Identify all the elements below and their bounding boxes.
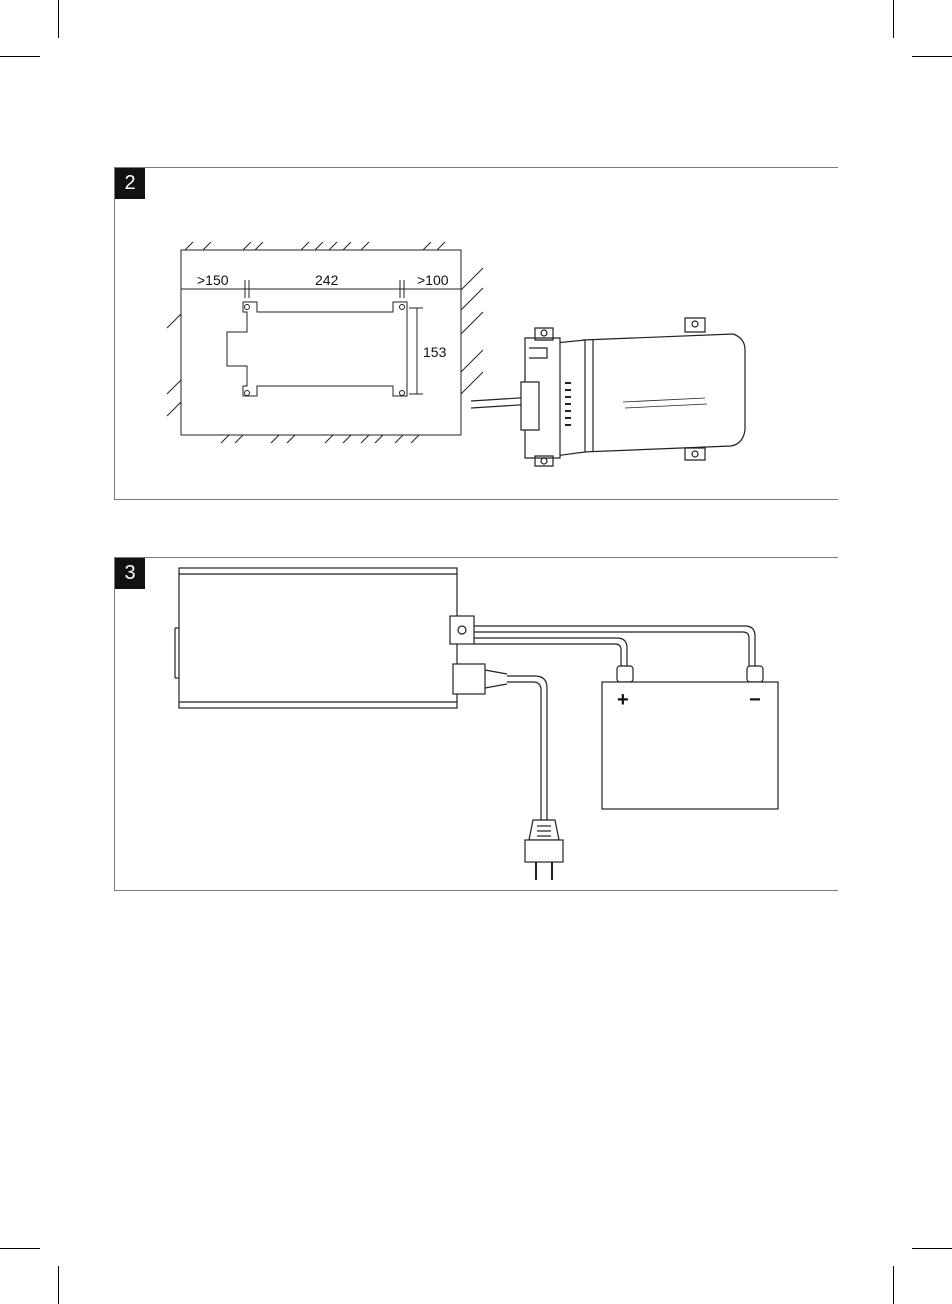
mounting-hole	[400, 391, 405, 396]
wall-hatching	[185, 242, 445, 250]
cable-gland	[450, 616, 474, 644]
crop-mark	[58, 0, 59, 38]
crop-mark	[0, 1248, 40, 1249]
battery-negative-label: −	[749, 689, 761, 711]
wall-hatching	[461, 268, 483, 394]
crop-mark	[912, 1248, 952, 1249]
battery-terminal-positive	[617, 666, 633, 682]
figure-3-connection: 3	[114, 557, 838, 891]
crop-mark	[893, 1266, 894, 1304]
mounting-hole	[245, 305, 250, 310]
mounting-template	[227, 302, 407, 396]
dimension-right: >100	[417, 272, 449, 288]
battery-positive-label: +	[617, 689, 629, 711]
dimension-left: >150	[197, 272, 229, 288]
mounting-diagram: >150 242 >100 153	[115, 168, 839, 501]
battery-terminal-negative	[747, 666, 763, 682]
crop-mark	[912, 56, 952, 57]
connection-diagram: + −	[115, 558, 839, 892]
mounting-hole	[245, 391, 250, 396]
dimension-spacing: 242	[315, 272, 339, 288]
mains-connector	[453, 664, 485, 694]
crop-mark	[58, 1266, 59, 1304]
mounting-hole	[400, 305, 405, 310]
wall-hatching	[167, 314, 181, 416]
wall-hatching	[221, 435, 419, 443]
crop-mark	[893, 0, 894, 38]
charger-device-illustration	[471, 318, 745, 466]
crop-mark	[0, 56, 40, 57]
positive-cable	[474, 638, 627, 668]
figure-2-mounting: 2	[114, 167, 838, 500]
mains-plug	[529, 820, 559, 840]
dimension-vertical: 153	[423, 344, 447, 360]
charger-body	[179, 568, 457, 708]
